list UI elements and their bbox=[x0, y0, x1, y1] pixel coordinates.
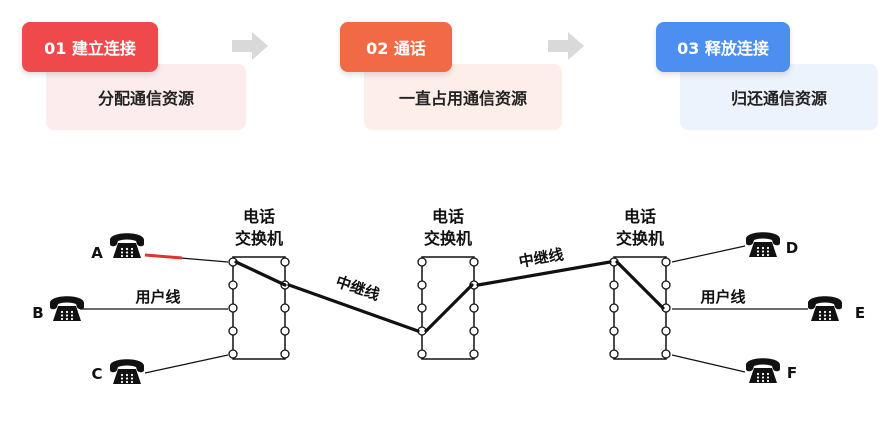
user-line-f bbox=[671, 354, 746, 373]
trunk-line-1 bbox=[287, 283, 420, 333]
arrow-right-icon bbox=[232, 32, 270, 64]
trunk-line-2 bbox=[476, 260, 612, 287]
active-line-highlight bbox=[144, 253, 183, 260]
switch-3-label-line2: 交换机 bbox=[616, 229, 664, 248]
trunk-label-1: 中继线 bbox=[333, 272, 381, 304]
step-3: 归还通信资源 03 释放连接 bbox=[656, 22, 886, 134]
switch-1-label-line2: 交换机 bbox=[235, 229, 283, 248]
switch-2-label-line2: 交换机 bbox=[424, 229, 472, 248]
step-1-tag: 01 建立连接 bbox=[22, 22, 158, 72]
arrow-right-icon bbox=[548, 32, 586, 64]
phone-icon bbox=[50, 296, 84, 321]
trunk-label-2: 中继线 bbox=[517, 245, 564, 271]
step-1-tag-label: 01 建立连接 bbox=[44, 39, 136, 58]
phone-icon bbox=[110, 359, 144, 384]
user-line-d bbox=[671, 245, 746, 263]
phone-label-f: F bbox=[787, 364, 797, 382]
step-2-desc: 一直占用通信资源 bbox=[398, 89, 527, 108]
user-line-c bbox=[144, 354, 229, 374]
user-line-label-right: 用户线 bbox=[700, 288, 745, 306]
step-1: 分配通信资源 01 建立连接 bbox=[22, 22, 252, 134]
step-2-tag: 02 通话 bbox=[340, 22, 452, 72]
phone-icon bbox=[808, 296, 842, 321]
step-1-desc: 分配通信资源 bbox=[97, 89, 194, 108]
phone-icon bbox=[110, 233, 144, 258]
step-3-card: 归还通信资源 bbox=[680, 64, 878, 130]
phone-label-e: E bbox=[855, 304, 865, 322]
step-3-tag-label: 03 释放连接 bbox=[677, 39, 769, 58]
step-3-desc: 归还通信资源 bbox=[730, 89, 827, 108]
switch-3-label-line1: 电话 bbox=[624, 207, 656, 226]
switch-2-label-line1: 电话 bbox=[432, 207, 464, 226]
phone-label-a: A bbox=[91, 244, 103, 262]
phone-icon bbox=[746, 232, 780, 257]
phone-label-c: C bbox=[91, 365, 102, 383]
step-2-card: 一直占用通信资源 bbox=[364, 64, 562, 130]
switch-2-internal bbox=[424, 283, 474, 333]
step-1-card: 分配通信资源 bbox=[46, 64, 246, 130]
step-2: 一直占用通信资源 02 通话 bbox=[340, 22, 570, 134]
switch-1-label-line1: 电话 bbox=[243, 207, 275, 226]
phone-label-b: B bbox=[32, 304, 43, 322]
user-line-label-left: 用户线 bbox=[135, 288, 180, 306]
step-3-tag: 03 释放连接 bbox=[656, 22, 790, 72]
switch-1-internal bbox=[234, 260, 287, 287]
phone-label-d: D bbox=[786, 239, 798, 257]
switch-3-internal bbox=[615, 260, 665, 310]
phone-icon bbox=[746, 358, 780, 383]
step-2-tag-label: 02 通话 bbox=[366, 39, 426, 58]
